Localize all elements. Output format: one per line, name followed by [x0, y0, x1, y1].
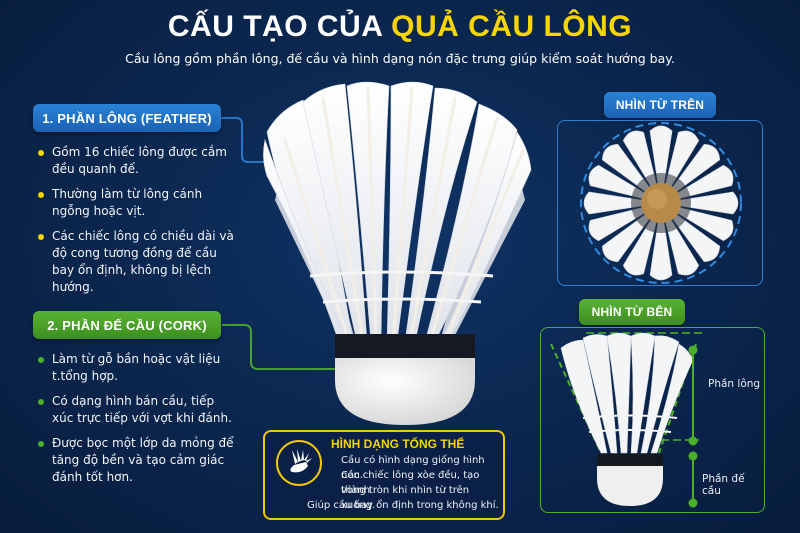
title-white: CẤU TẠO CỦA — [167, 10, 383, 43]
cork-section-label: 2. PHẦN ĐẾ CẦU (CORK) — [33, 311, 221, 339]
overall-shape-line: Giúp cầu bay ổn định trong không khí. — [307, 500, 499, 511]
shuttlecock-main-illustration — [263, 81, 532, 425]
shuttlecock-side-view-icon — [550, 332, 706, 508]
feather-bullet: Gồm 16 chiếc lông được cắm đều quanh đế. — [36, 144, 236, 178]
cork-bullet: Làm từ gỗ bần hoặc vật liệu t.tổng hợp. — [36, 351, 236, 385]
page-subtitle: Cầu lông gồm phần lông, đế cầu và hình d… — [125, 51, 675, 66]
title-highlight: QUẢ CẦU LÔNG — [391, 10, 633, 43]
side-view-cork-label: Phần đế cầu — [702, 473, 745, 497]
side-view-label: NHÌN TỪ BÊN — [579, 299, 685, 325]
cork-bullet: Có dạng hình bán cầu, tiếp xúc trực tiếp… — [36, 393, 236, 427]
page-title: CẤU TẠO CỦA QUẢ CẦU LÔNG — [0, 10, 800, 44]
shuttlecock-top-view-icon — [580, 122, 742, 284]
feather-bullet-list: Gồm 16 chiếc lông được cắm đều quanh đế.… — [36, 144, 236, 304]
top-view-panel — [557, 120, 763, 286]
overall-shape-line: Các chiếc lông xòe đều, tạo thành — [341, 470, 480, 496]
feather-bullet: Thường làm từ lông cánh ngỗng hoặc vịt. — [36, 186, 236, 220]
overall-shape-line: Cầu có hình dạng giống hình nón. — [341, 455, 485, 481]
overall-shape-title: HÌNH DẠNG TỔNG THỂ — [331, 437, 465, 451]
shuttlecock-icon — [290, 449, 312, 473]
shuttlecock-icon-circle — [276, 440, 322, 486]
overall-shape-box: HÌNH DẠNG TỔNG THỂ Cầu có hình dạng giốn… — [263, 430, 505, 520]
side-view-panel: Phần lông Phần đế cầu — [540, 327, 765, 513]
cork-bullet: Được bọc một lớp da mỏng để tăng độ bền … — [36, 435, 236, 486]
overall-shape-line: vòng tròn khi nhìn từ trên xuống. — [341, 485, 470, 511]
cork-bullet-list: Làm từ gỗ bần hoặc vật liệu t.tổng hợp. … — [36, 351, 236, 494]
feather-section-label: 1. PHẦN LÔNG (FEATHER) — [33, 104, 221, 132]
top-view-label: NHÌN TỪ TRÊN — [604, 92, 716, 118]
side-view-feather-label: Phần lông — [708, 378, 761, 390]
feather-bullet: Các chiếc lông có chiều dài và độ cong t… — [36, 228, 236, 296]
